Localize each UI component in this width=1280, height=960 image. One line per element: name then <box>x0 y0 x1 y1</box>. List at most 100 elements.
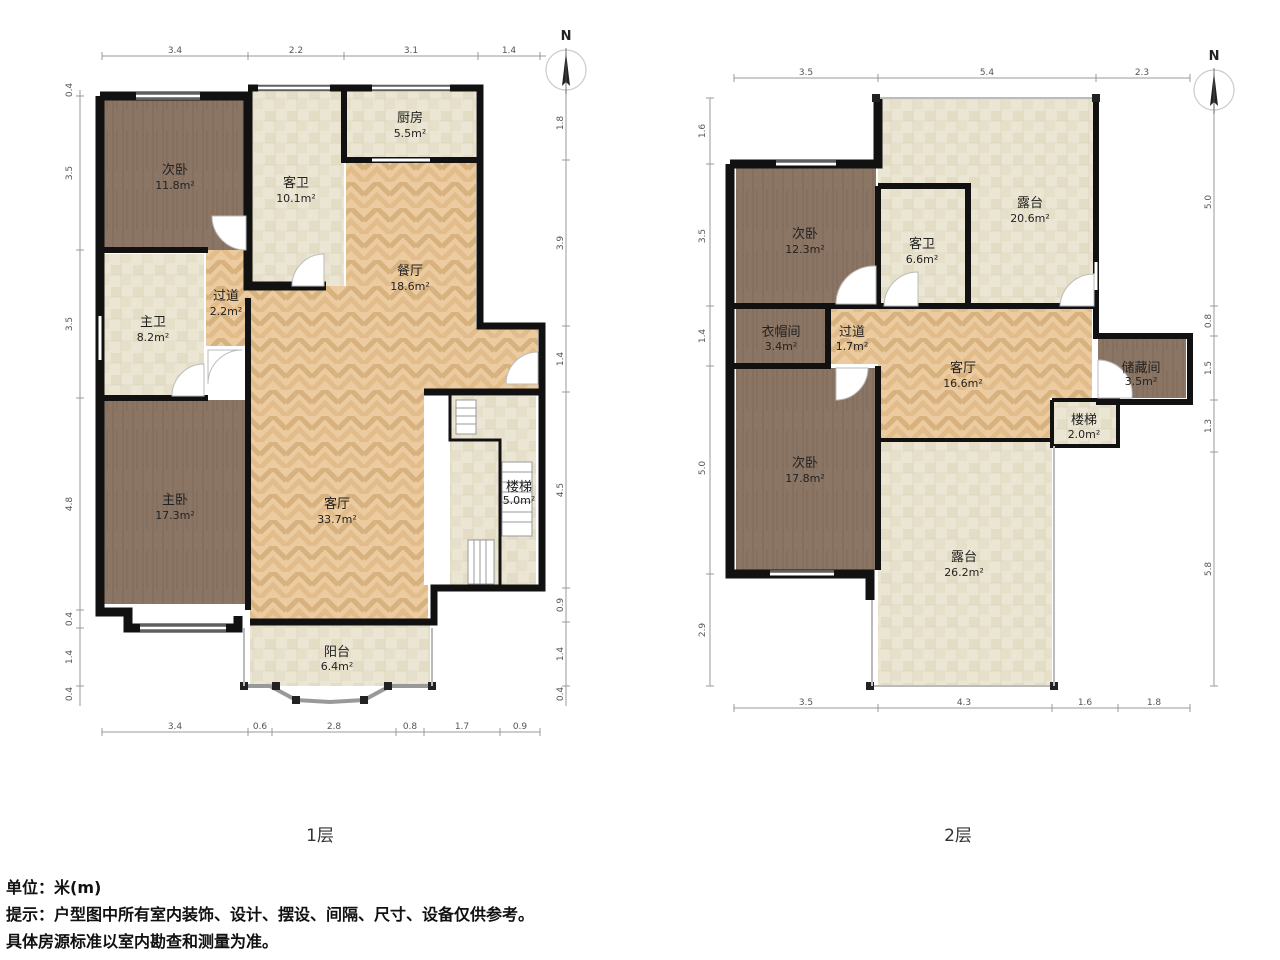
room-name: 储藏间 <box>1121 361 1160 376</box>
dim-label: 1.7 <box>455 722 469 732</box>
dim-label: 1.4 <box>556 647 566 662</box>
f1-room-kitchen: 厨房 5.5m² <box>394 110 427 140</box>
dim-label: 0.9 <box>513 722 528 732</box>
floor2-plan: 露台 20.6m² 次卧 12.3m² 客卫 6.6m² 衣帽间 3.4m² 过… <box>698 49 1235 846</box>
dim-label: 3.5 <box>65 317 75 331</box>
dim-label: 5.8 <box>1204 562 1214 577</box>
room-name: 阳台 <box>324 645 350 660</box>
f1-doors <box>171 215 539 397</box>
f1-master-bed-floor <box>104 400 246 604</box>
room-name: 楼梯 <box>506 480 532 495</box>
dim-label: 0.4 <box>65 687 75 702</box>
f2-dims-right: 5.0 0.8 1.5 1.3 5.8 <box>1204 195 1214 577</box>
compass-icon: N <box>1193 49 1235 114</box>
dim-label: 5.0 <box>698 461 708 476</box>
room-name: 厨房 <box>397 110 423 126</box>
room-area: 26.2m² <box>944 566 984 579</box>
room-name: 次卧 <box>162 162 188 178</box>
dim-label: 1.6 <box>698 124 708 139</box>
room-name: 客卫 <box>283 175 309 191</box>
dim-label: 1.4 <box>502 46 517 56</box>
disclaimer-note-2: 具体房源标准以室内勘查和测量为准。 <box>6 932 279 951</box>
dim-label: 1.8 <box>556 116 566 131</box>
f1-balcony-floor <box>250 624 430 686</box>
dim-label: 0.6 <box>253 722 268 732</box>
f1-room-stairs: 楼梯 5.0m² <box>503 480 536 507</box>
dim-label: 0.8 <box>1204 314 1214 329</box>
f2-room-terrace2: 露台 26.2m² <box>944 550 984 579</box>
room-area: 2.0m² <box>1068 428 1101 441</box>
f1-dims-top: 3.4 2.2 3.1 1.4 <box>168 46 517 56</box>
f1-dims-right: 1.8 3.9 1.4 4.5 0.9 1.4 0.4 <box>556 116 566 702</box>
room-area: 10.1m² <box>276 192 316 205</box>
dim-label: 3.5 <box>698 229 708 243</box>
room-name: 客厅 <box>324 496 350 512</box>
floor1-label: 1层 <box>306 826 334 846</box>
f1-room-living: 客厅 33.7m² <box>317 496 357 526</box>
compass-icon: N <box>545 29 587 94</box>
room-area: 17.8m² <box>785 472 825 485</box>
f1-room-master-bath: 主卫 8.2m² <box>137 315 170 344</box>
room-name: 客卫 <box>909 236 935 252</box>
dim-label: 2.2 <box>289 46 303 56</box>
dim-label: 1.4 <box>698 329 708 344</box>
dim-label: 4.3 <box>957 698 971 708</box>
room-name: 过道 <box>213 289 239 304</box>
room-area: 5.5m² <box>394 127 427 140</box>
floor2-label: 2层 <box>944 826 972 846</box>
f2-cloak-floor <box>736 308 826 364</box>
room-area: 16.6m² <box>943 377 983 390</box>
disclaimer-note-1: 提示：户型图中所有室内装饰、设计、摆设、间隔、尺寸、设备仅供参考。 <box>6 905 535 924</box>
room-area: 2.2m² <box>210 305 243 318</box>
dim-label: 2.9 <box>698 623 708 638</box>
room-area: 17.3m² <box>155 509 195 522</box>
room-area: 5.0m² <box>503 494 536 507</box>
dim-label: 0.4 <box>556 687 566 702</box>
unit-note: 单位：米(m) <box>6 878 102 897</box>
room-area: 11.8m² <box>155 179 195 192</box>
room-area: 3.5m² <box>1125 375 1158 388</box>
f2-room-terrace1: 露台 20.6m² <box>1010 196 1050 225</box>
dim-label: 3.9 <box>556 236 566 251</box>
dim-label: 4.8 <box>65 497 75 512</box>
f1-balcony-railing <box>240 628 436 705</box>
f1-living-floor <box>206 162 538 620</box>
f2-room-stairs: 楼梯 2.0m² <box>1068 413 1101 441</box>
dim-label: 5.0 <box>1204 195 1214 210</box>
footer-notes: 单位：米(m) 提示：户型图中所有室内装饰、设计、摆设、间隔、尺寸、设备仅供参考… <box>6 874 534 955</box>
f1-guest-bath-floor <box>250 88 344 286</box>
dim-label: 5.4 <box>980 68 995 78</box>
dim-label: 1.8 <box>1147 698 1162 708</box>
f1-room-dining: 餐厅 18.6m² <box>390 263 430 293</box>
f2-dims-left: 1.6 3.5 1.4 5.0 2.9 <box>698 124 708 638</box>
f1-stair-treads <box>455 399 533 585</box>
f1-windows <box>98 86 450 630</box>
f1-room-hallway: 过道 2.2m² <box>210 289 243 318</box>
floor1-plan: 次卧 11.8m² 客卫 10.1m² 厨房 5.5m² 过道 2.2m² 餐厅… <box>65 29 587 846</box>
f2-room-hallway: 过道 1.7m² <box>836 325 869 353</box>
f1-room-bedroom2: 次卧 11.8m² <box>155 162 195 192</box>
f2-bedroom-b-floor <box>736 368 876 570</box>
room-area: 1.7m² <box>836 340 869 353</box>
f1-dimension-lines <box>76 52 570 736</box>
dim-label: 0.9 <box>556 598 566 613</box>
room-name: 餐厅 <box>397 263 423 279</box>
f2-dims-bottom: 3.5 4.3 1.6 1.8 <box>799 698 1162 708</box>
room-name: 露台 <box>1017 196 1043 211</box>
room-area: 20.6m² <box>1010 212 1050 225</box>
dim-label: 0.4 <box>65 612 75 627</box>
room-name: 次卧 <box>792 226 818 242</box>
f2-room-bedroom-a: 次卧 12.3m² <box>785 226 825 256</box>
f2-room-bedroom-b: 次卧 17.8m² <box>785 455 825 485</box>
f2-stairs-floor <box>1054 400 1116 446</box>
f1-dims-bottom: 3.4 0.6 2.8 0.8 1.7 0.9 <box>168 722 528 732</box>
f2-room-cloak: 衣帽间 3.4m² <box>761 324 800 353</box>
f1-room-guest-bath: 客卫 10.1m² <box>276 175 316 205</box>
room-name: 主卧 <box>162 493 188 508</box>
room-name: 主卫 <box>140 315 166 330</box>
dim-label: 2.3 <box>1135 68 1149 78</box>
f1-room-master-bed: 主卧 17.3m² <box>155 493 195 522</box>
f2-room-storage: 储藏间 3.5m² <box>1121 361 1160 388</box>
room-name: 过道 <box>839 325 865 340</box>
dim-label: 1.4 <box>65 650 75 665</box>
